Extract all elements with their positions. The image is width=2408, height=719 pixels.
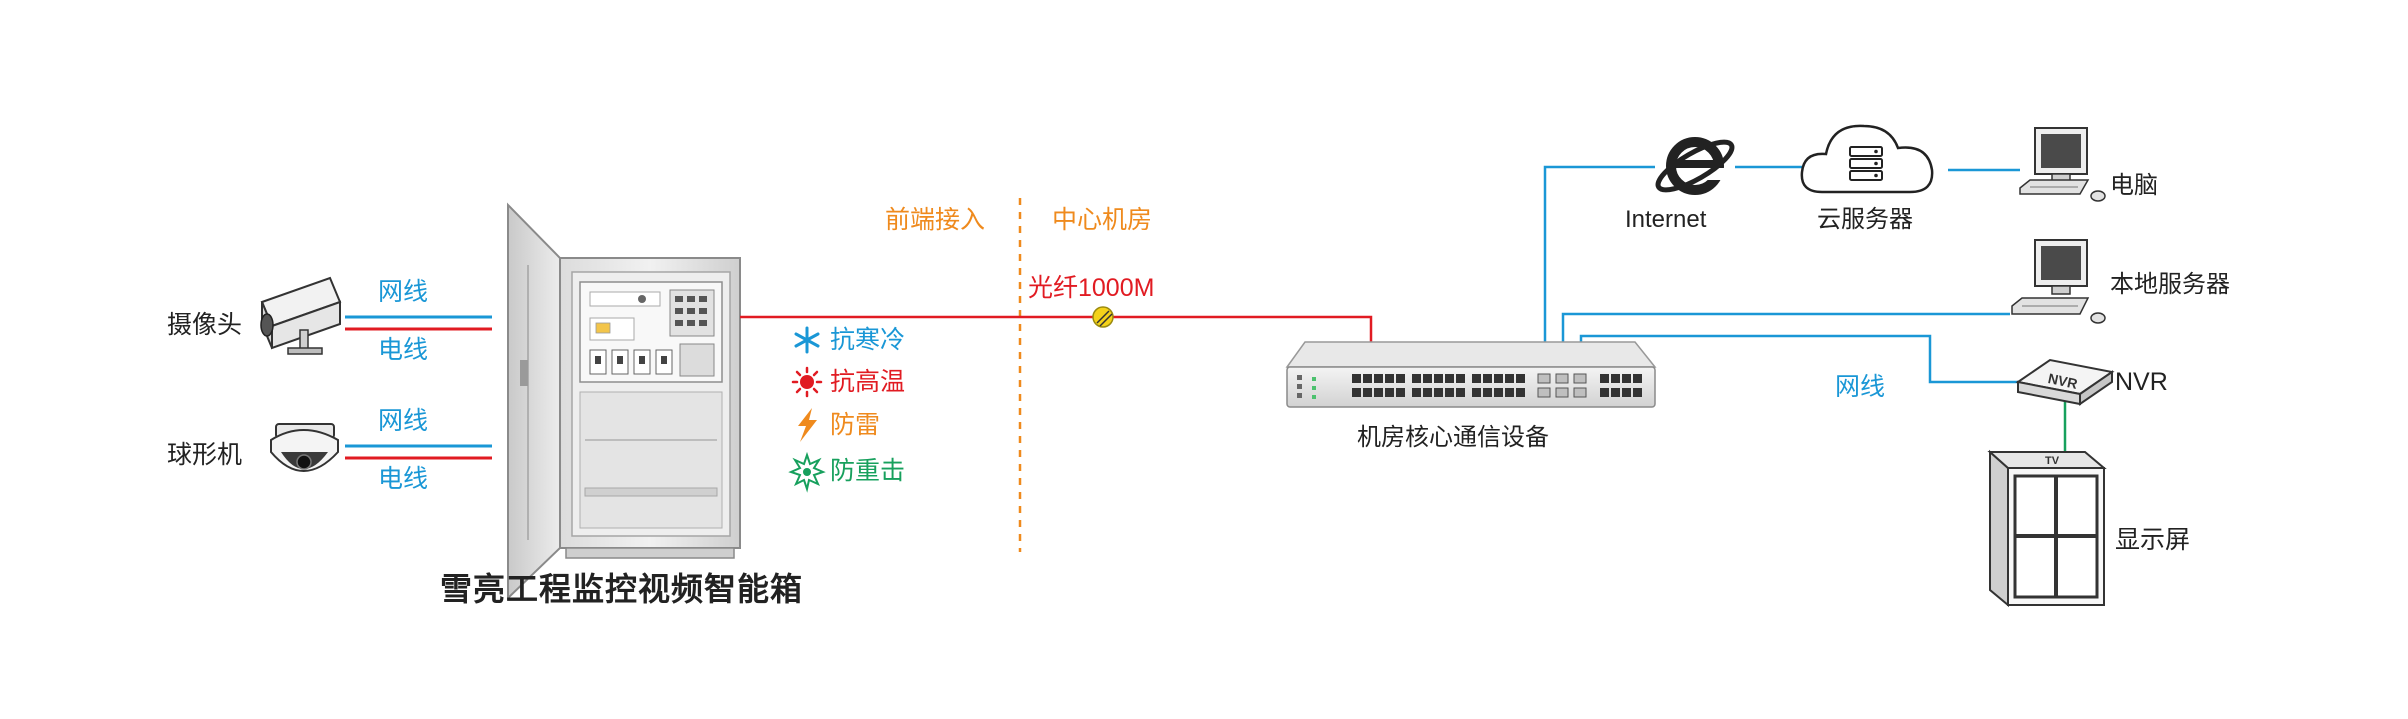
cabinet-title: 雪亮工程监控视频智能箱 [440,571,804,607]
impact-icon [788,451,826,493]
camera-icon [260,276,342,355]
feature-impact: 防重击 [830,457,906,485]
internet-line [1543,165,1655,372]
lightning-icon [798,408,817,442]
dome-camera-icon [270,423,339,472]
camera-label: 摄像头 [167,311,243,339]
local-server-label: 本地服务器 [2110,271,2230,298]
computer-icon [2019,127,2106,202]
dome-label: 球形机 [167,441,243,469]
snowflake-icon [794,326,820,354]
fiber-label: 光纤1000M [1028,274,1155,302]
display-label: 显示屏 [2115,526,2191,554]
camera-net-label: 网线 [378,278,429,306]
zone-front-label: 前端接入 [885,206,986,234]
dome-power-label: 电线 [378,465,429,493]
pc-label: 电脑 [2110,172,2158,199]
cloud-label: 云服务器 [1817,206,1913,233]
cabinet-icon [507,202,741,601]
feature-heat: 抗高温 [830,368,906,396]
camera-power-label: 电线 [378,336,429,364]
camera-lines [345,315,492,331]
local-server-icon [2011,239,2106,324]
feature-lightning: 防雷 [830,411,881,439]
internet-label: Internet [1625,206,1707,233]
nvr-net-label: 网线 [1835,373,1886,401]
nvr-icon: NVR [2015,358,2115,406]
dome-lines [345,444,492,460]
switch-icon [1285,341,1657,408]
internet-icon [1655,137,1735,195]
switch-label: 机房核心通信设备 [1357,424,1549,451]
sun-icon [791,366,823,398]
feature-cold: 抗寒冷 [830,326,906,354]
nvr-box-text: NVR [2047,370,2079,392]
dome-net-label: 网线 [378,407,429,435]
zone-center-label: 中心机房 [1052,206,1153,234]
display-tag-text: TV [2045,455,2060,467]
cloud-server-icon [1800,124,1934,194]
display-icon: TV [1987,449,2107,608]
nvr-label: NVR [2115,368,2168,396]
